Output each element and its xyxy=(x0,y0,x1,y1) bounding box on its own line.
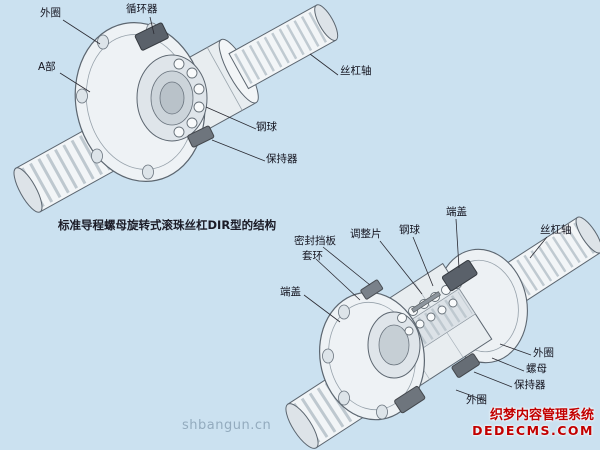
label-top-steel-ball: 钢球 xyxy=(256,121,277,133)
label-bottom-adjust-shim: 调整片 xyxy=(350,228,382,240)
top-ball-races xyxy=(136,54,208,142)
label-top-outer-ring: 外圈 xyxy=(40,7,61,19)
label-top-retainer: 保持器 xyxy=(266,153,298,165)
top-assembly-drawing xyxy=(13,4,339,213)
bottom-adjust-shim-part xyxy=(411,291,441,313)
label-top-circulator: 循环器 xyxy=(126,3,158,15)
label-bottom-screw-shaft: 丝杠轴 xyxy=(540,224,572,236)
leader-lines xyxy=(59,16,548,402)
label-bottom-outer-ring-1: 外圈 xyxy=(533,347,554,359)
bottom-lower-dark-part xyxy=(394,385,426,414)
top-circulator-part xyxy=(134,22,169,51)
label-bottom-collar: 套环 xyxy=(302,250,323,262)
bottom-end-cap-dark-part xyxy=(441,260,478,292)
label-bottom-end-cap-left: 端盖 xyxy=(280,286,301,298)
label-top-screw-shaft: 丝杠轴 xyxy=(340,65,372,77)
bottom-seal-plate-part xyxy=(360,279,384,300)
bottom-assembly-drawing xyxy=(285,216,600,449)
diagram-caption: 标准导程螺母旋转式滚珠丝杠DIR型的结构 xyxy=(58,218,277,232)
label-bottom-steel-ball: 钢球 xyxy=(399,224,420,236)
bottom-bore xyxy=(367,311,421,379)
watermark-site-url: shbangun.cn xyxy=(182,418,272,433)
label-bottom-retainer: 保持器 xyxy=(514,379,546,391)
bottom-flange-bolt-holes xyxy=(322,304,388,420)
label-bottom-nut: 螺母 xyxy=(526,363,547,375)
label-bottom-outer-ring-2: 外圈 xyxy=(466,394,487,406)
watermark-cms: 织梦内容管理系统 DEDECMS.COM xyxy=(472,407,594,438)
label-top-part-a: A部 xyxy=(38,61,56,73)
bottom-retainer-dark-part xyxy=(451,353,480,378)
top-retainer-part xyxy=(187,125,215,148)
label-bottom-seal-plate: 密封挡板 xyxy=(294,235,336,247)
watermark-cms-domain: DEDECMS.COM xyxy=(472,422,594,438)
watermark-cms-name: 织梦内容管理系统 xyxy=(489,407,594,423)
label-bottom-end-cap-top: 端盖 xyxy=(446,206,467,218)
top-steel-balls xyxy=(173,58,205,138)
